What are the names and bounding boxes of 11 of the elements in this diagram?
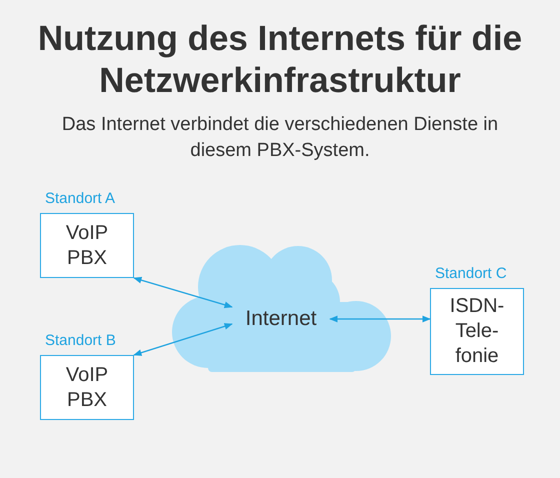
title: Nutzung des Internets für die Netzwerkinfrastruktur xyxy=(36,18,524,102)
site-label: Standort B xyxy=(45,331,116,351)
arrow xyxy=(133,323,233,356)
site-label: Standort A xyxy=(45,189,116,209)
arrow xyxy=(329,316,431,322)
box-text: VoIP PBX xyxy=(64,362,110,412)
arrow xyxy=(133,276,233,308)
subtitle: Das Internet verbindet die verschiedenen Dienste in diesem PBX-System. xyxy=(60,113,500,163)
site-label: Standort C xyxy=(435,264,507,284)
box-text: VoIP PBX xyxy=(64,220,110,270)
box-text: ISDN- Tele- fonie xyxy=(448,294,506,369)
